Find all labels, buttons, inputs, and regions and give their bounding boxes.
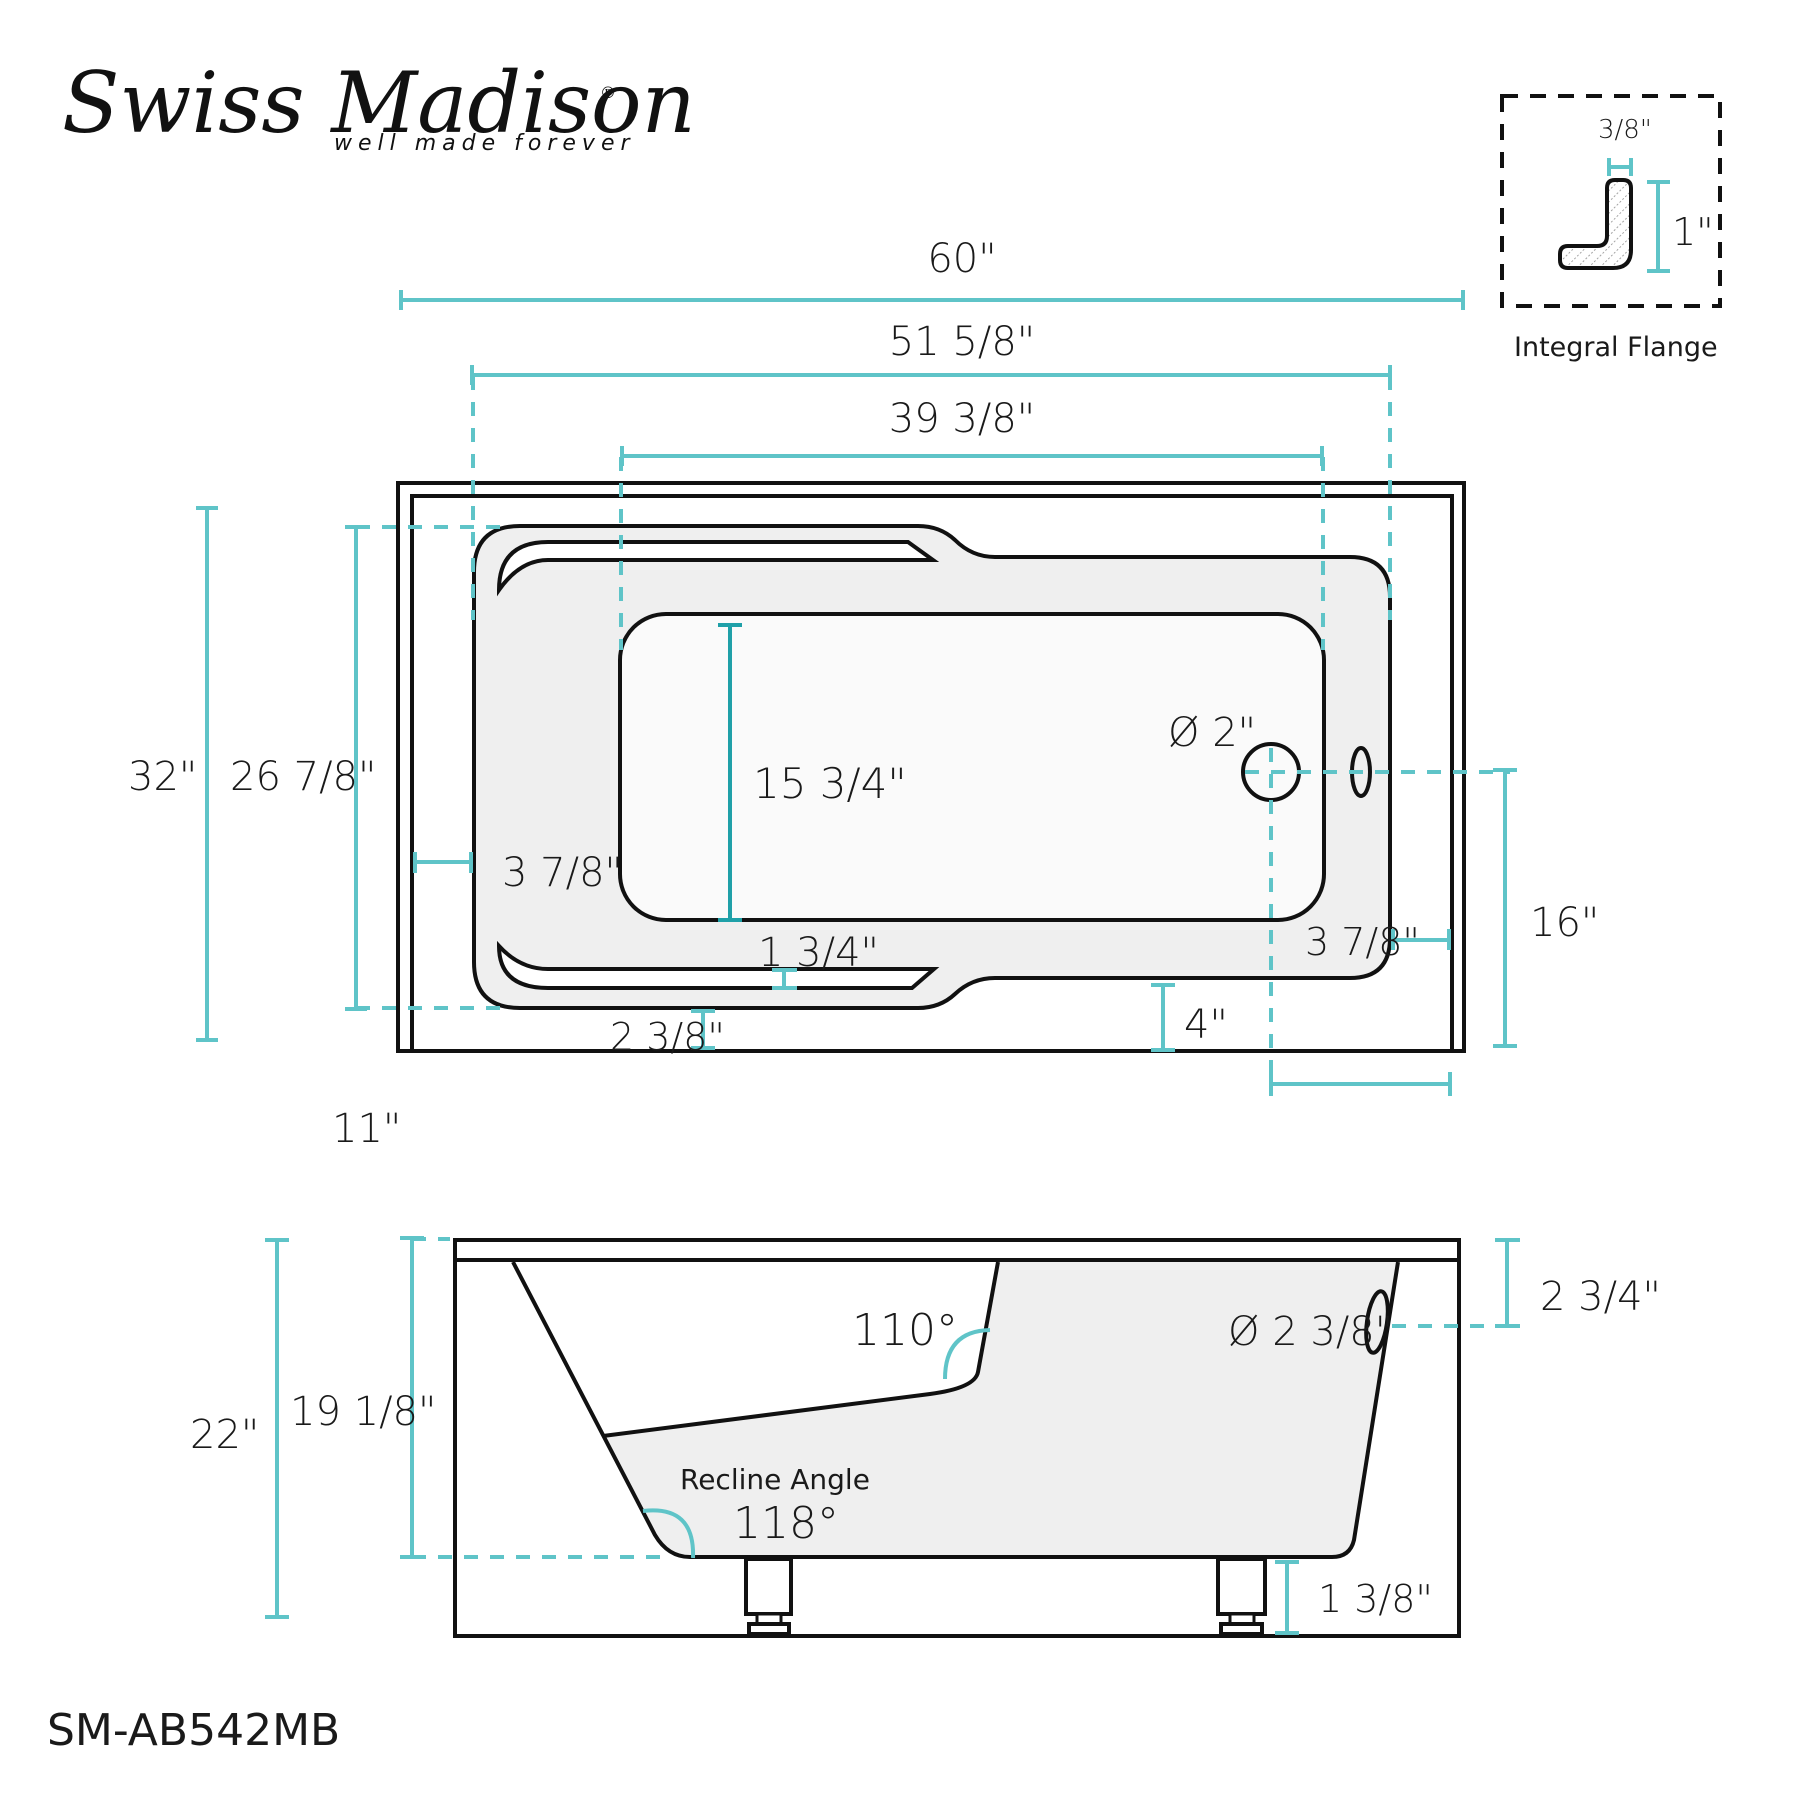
flange-thickness-label: 3/8" [1598, 115, 1652, 145]
flange-thickness-dimension [1607, 158, 1633, 176]
flange-title: Integral Flange [1514, 332, 1718, 363]
left-leg [744, 1557, 793, 1636]
leg-height-label: 1 3/8" [1318, 1577, 1433, 1621]
right-setback-label: 3 7/8" [1305, 920, 1420, 964]
flange-detail: 3/8" 1" Integral Flange [1500, 94, 1722, 363]
recline-angle-label: 118° [733, 1498, 839, 1549]
tub-body [603, 1262, 1398, 1557]
overflow-from-top-label: 2 3/4" [1540, 1274, 1661, 1320]
overall-length-dimension [399, 290, 1465, 310]
rim-length-label: 51 5/8" [889, 319, 1035, 365]
lower-grab-slot [496, 940, 940, 990]
slot-width-label: 1 3/4" [758, 930, 879, 976]
tub-wall-outline [511, 1261, 1400, 1559]
drain-from-front-label: 16" [1530, 900, 1599, 946]
overflow-diameter-label: Ø 2 3/8" [1228, 1309, 1393, 1355]
brand-name: Swiss Madison [62, 54, 696, 152]
flange-profile-icon [1558, 178, 1633, 270]
drain-from-end-dimension [1269, 1072, 1452, 1096]
basin-length-label: 39 3/8" [889, 396, 1035, 442]
front-gap-right-label: 4" [1184, 1002, 1228, 1048]
overall-width-dimension [196, 506, 218, 1042]
recline-angle-title: Recline Angle [680, 1463, 870, 1496]
drain-from-end-label: 11" [332, 1106, 401, 1152]
side-frame [453, 1238, 1461, 1638]
backrest-angle-arc [943, 1328, 991, 1380]
left-setback-dimension [413, 852, 473, 873]
front-gap-dimension [691, 1009, 715, 1050]
basin-length-dimension [620, 446, 1324, 466]
overall-length-label: 60" [927, 236, 996, 282]
upper-grab-slot [496, 540, 940, 597]
basin-depth-dimension [400, 1236, 424, 1559]
brand-tagline: well made forever [334, 131, 636, 156]
basin-width-dimension [718, 623, 742, 922]
overflow-from-top-dimension [1495, 1238, 1520, 1328]
left-setback-label: 3 7/8" [502, 850, 623, 896]
front-gap-right-dimension [1151, 983, 1175, 1052]
rim-length-dimension [470, 365, 1392, 385]
basin-depth-label: 19 1/8" [290, 1389, 436, 1435]
overall-height-dimension [265, 1238, 289, 1619]
backrest-outline [602, 1261, 1000, 1438]
overall-width-label: 32" [128, 754, 197, 800]
drain-from-front-dimension [1493, 768, 1517, 1048]
flange-height-label: 1" [1672, 210, 1714, 254]
right-setback-dimension [1391, 929, 1451, 950]
flange-height-dimension [1647, 180, 1670, 273]
registered-mark: ® [600, 83, 616, 102]
backrest-angle-label: 110° [852, 1305, 958, 1356]
right-leg [1216, 1557, 1267, 1636]
top-view: 60" 51 5/8" 39 3/8" 32" 26 7/8" 15 3/4" … [128, 236, 1599, 1152]
leg-height-dimension [1275, 1560, 1299, 1635]
front-gap-label: 2 3/8" [610, 1015, 725, 1059]
overflow-side-icon [1364, 1289, 1390, 1355]
rim-width-dimension [345, 525, 367, 1011]
inner-frame [410, 494, 1454, 1053]
tub-basin [618, 612, 1326, 922]
overall-height-label: 22" [190, 1412, 259, 1458]
side-view: 22" 19 1/8" 2 3/4" Ø 2 3/8" 1 3/8" 110° … [190, 1236, 1661, 1638]
basin-width-label: 15 3/4" [753, 759, 907, 808]
rim-width-label: 26 7/8" [230, 754, 376, 800]
slot-width-dimension [772, 968, 797, 990]
recline-angle-arc [642, 1508, 696, 1559]
flange-detail-frame [1500, 94, 1722, 308]
brand-logo: Swiss Madison ® well made forever [62, 54, 696, 156]
model-number: SM-AB542MB [47, 1705, 340, 1756]
drain-diameter-label: Ø 2" [1168, 710, 1256, 756]
